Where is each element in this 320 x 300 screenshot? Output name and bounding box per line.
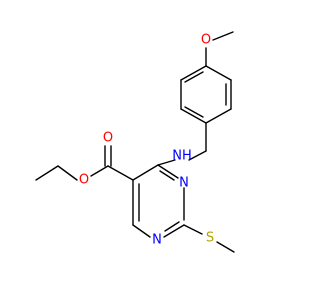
bond-c2-n1-double [164, 221, 180, 232]
bond-oether-ch2 [57, 165, 78, 181]
bond-nh-c4 [157, 159, 176, 166]
atom-methoxy-oxygen: O [201, 33, 211, 48]
bond-ch2-ch3 [35, 165, 59, 181]
bond-n1-c6 [132, 224, 151, 238]
bond-benz-1 [205, 65, 232, 81]
bond-s-methyl [216, 241, 235, 253]
atom-labels: O NH O O N N S [79, 33, 214, 248]
bond-c4-c5 [132, 164, 159, 181]
bond-methyl-o [212, 31, 234, 41]
bond-c4-n3-double [159, 170, 175, 181]
bond-c2-n1 [163, 224, 185, 238]
atom-ring-nitrogen-1: N [152, 233, 162, 248]
bond-benz-double-3 [184, 71, 204, 83]
bond-carbonyl-oether [90, 165, 109, 177]
atom-thioether-sulfur: S [206, 231, 214, 246]
bond-c5-carbonyl [107, 165, 134, 181]
bond-c2-s [183, 224, 203, 235]
bond-benz-3 [205, 108, 232, 124]
bond-ch2-nh [188, 150, 207, 161]
atom-ring-nitrogen-3: N [179, 176, 189, 191]
atom-ester-oxygen: O [79, 173, 89, 188]
bond-benz-6 [180, 65, 207, 81]
bond-c4-n3 [157, 164, 179, 179]
bonds [35, 31, 235, 253]
bond-benz-4 [180, 108, 207, 124]
atom-amine-nh: NH [172, 149, 192, 164]
molecule-structure: O NH O O N N S [35, 31, 235, 253]
bond-benz-double-2 [184, 106, 204, 118]
atom-carbonyl-oxygen: O [103, 131, 113, 146]
